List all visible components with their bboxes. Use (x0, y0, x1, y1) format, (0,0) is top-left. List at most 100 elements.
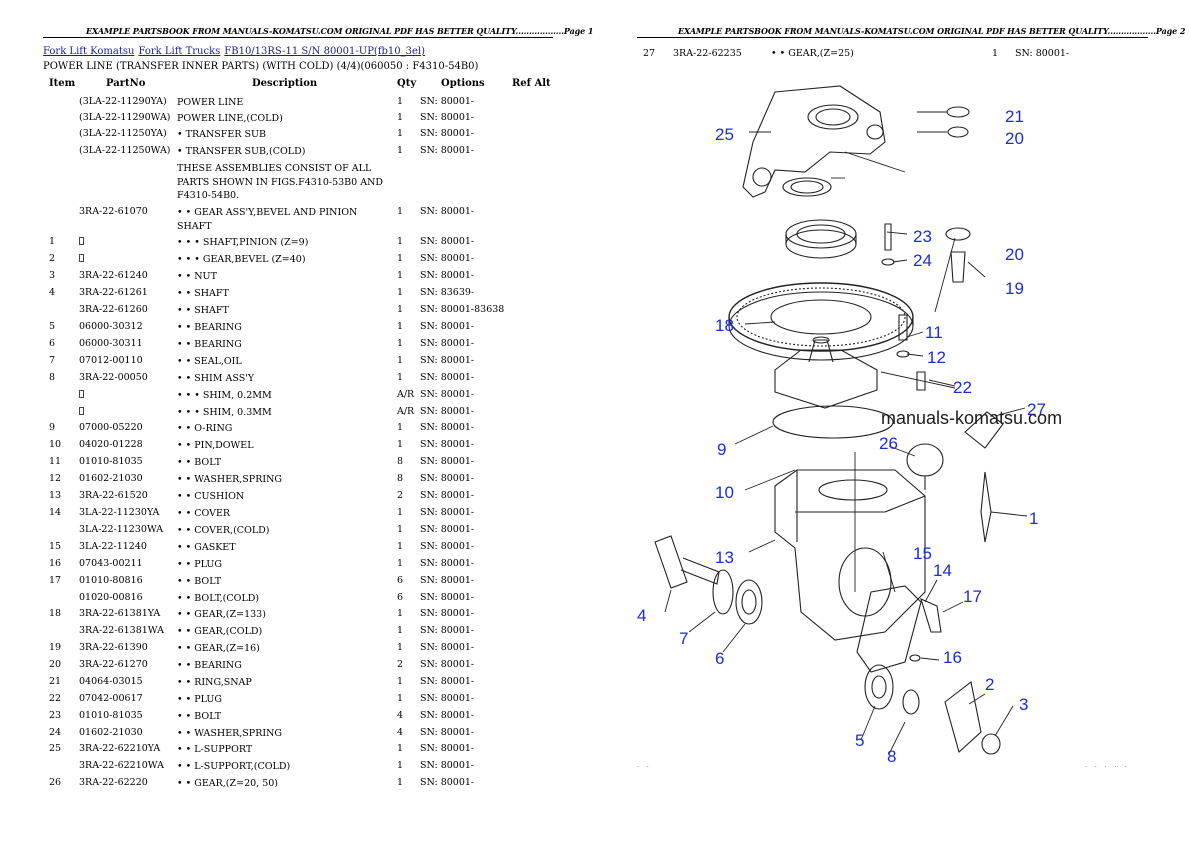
row-qty: 1 (397, 507, 404, 518)
row-options: SN: 80001- (420, 625, 475, 636)
row-options: SN: 80001- (420, 236, 475, 247)
row-options: SN: 80001- (420, 128, 475, 139)
row-description: • • PLUG (177, 694, 223, 705)
row-options: SN: 80001- (420, 760, 475, 771)
row-description: • • • SHAFT,PINION (Z=9) (177, 237, 309, 248)
row-description: • • BEARING (177, 322, 242, 333)
row-qty: 1 (397, 558, 404, 569)
callout-6: 6 (715, 649, 724, 668)
row-item: 19 (49, 642, 62, 653)
row-description: • TRANSFER SUB (177, 129, 266, 140)
row-qty: 1 (397, 128, 404, 139)
row-qty: 1 (397, 625, 404, 636)
row-partno: (3LA-22-11290YA) (79, 96, 167, 107)
row-qty: 1 (397, 372, 404, 383)
missing-glyph-icon (79, 406, 84, 417)
row-partno: 3RA-22-61270 (79, 659, 148, 670)
row-item: 13 (49, 490, 62, 501)
callout-8: 8 (887, 747, 896, 766)
row-qty: 1 (397, 236, 404, 247)
row-options: SN: 80001- (420, 389, 475, 400)
breadcrumb-link-model[interactable]: FB10/13RS-11 S/N 80001-UP(fb10_3el) (224, 46, 426, 57)
row-qty: 1 (397, 439, 404, 450)
row-options: SN: 80001- (1015, 48, 1070, 59)
row-description: • • SHAFT (177, 305, 229, 316)
row-partno: 07043-00211 (79, 558, 143, 569)
row-options: SN: 80001- (420, 642, 475, 653)
row-partno: (3LA-22-11250WA) (79, 145, 171, 156)
header-divider (43, 37, 553, 38)
callout-13: 13 (715, 548, 734, 567)
row-options: SN: 80001- (420, 96, 475, 107)
row-description: • • COVER,(COLD) (177, 525, 270, 536)
row-description: POWER LINE (177, 97, 244, 108)
column-header-partno: PartNo (106, 78, 146, 89)
row-description: POWER LINE,(COLD) (177, 113, 283, 124)
row-item: 18 (49, 608, 62, 619)
row-item: 16 (49, 558, 62, 569)
watermark: manuals-komatsu.com (881, 408, 1063, 428)
row-options: SN: 80001- (420, 473, 475, 484)
row-partno: 3LA-22-11240 (79, 541, 147, 552)
row-partno: 01020-00816 (79, 592, 143, 603)
row-description: • • WASHER,SPRING (177, 474, 283, 485)
row-description: • • GEAR,(Z=25) (771, 48, 854, 59)
row-qty: 1 (397, 693, 404, 704)
row-description: • • BOLT,(COLD) (177, 593, 260, 604)
row-partno: 04064-03015 (79, 676, 143, 687)
row-description: • • GEAR ASS'Y,BEVEL AND PINION SHAFT (177, 207, 358, 232)
breadcrumb-link-brand[interactable]: Fork Lift Komatsu (43, 46, 135, 57)
row-qty: 1 (397, 760, 404, 771)
row-description: • • SHAFT (177, 288, 229, 299)
callout-7: 7 (679, 629, 688, 648)
row-partno: 07012-00110 (79, 355, 143, 366)
row-description: • • SHIM ASS'Y (177, 373, 255, 384)
row-options: SN: 80001- (420, 558, 475, 569)
row-description: • • GEAR,(Z=16) (177, 643, 260, 654)
row-partno: 01010-80816 (79, 575, 143, 586)
row-description: • • • SHIM, 0.2MM (177, 390, 272, 401)
row-qty: A/R (397, 389, 415, 400)
row-options: SN: 80001- (420, 355, 475, 366)
row-qty: 1 (397, 338, 404, 349)
row-qty: 1 (992, 48, 999, 59)
row-qty: 1 (397, 304, 404, 315)
callout-16: 16 (943, 648, 962, 667)
row-options: SN: 80001- (420, 112, 475, 123)
row-qty: 1 (397, 206, 404, 217)
row-qty: 1 (397, 743, 404, 754)
column-header-refalt: Ref Alt (512, 78, 551, 89)
row-options: SN: 80001- (420, 321, 475, 332)
row-partno: 3RA-22-61381WA (79, 625, 164, 636)
callout-21: 21 (1005, 107, 1024, 126)
callout-26: 26 (879, 434, 898, 453)
callout-11: 11 (925, 323, 943, 342)
row-description: • • L-SUPPORT,(COLD) (177, 761, 291, 772)
row-item: 17 (49, 575, 62, 586)
row-options: SN: 80001-83638 (420, 304, 505, 315)
row-options: SN: 80001- (420, 777, 475, 788)
row-item: 23 (49, 710, 62, 721)
row-partno: 3RA-22-61240 (79, 270, 148, 281)
row-qty: 1 (397, 321, 404, 332)
row-options: SN: 80001- (420, 524, 475, 535)
row-qty: 1 (397, 112, 404, 123)
row-options: SN: 80001- (420, 743, 475, 754)
row-description: • • BOLT (177, 711, 222, 722)
row-description: • • NUT (177, 271, 217, 282)
row-qty: 2 (397, 490, 404, 501)
row-description: • • L-SUPPORT (177, 744, 253, 755)
row-partno: 3LA-22-11230YA (79, 507, 160, 518)
row-description: • • BEARING (177, 339, 242, 350)
row-description: • • O-RING (177, 423, 233, 434)
row-qty: 1 (397, 96, 404, 107)
row-description: • TRANSFER SUB,(COLD) (177, 146, 306, 157)
row-qty: 2 (397, 659, 404, 670)
row-item: 6 (49, 338, 56, 349)
exploded-parts-diagram: 25 21 20 23 20 24 19 18 11 12 22 27 26 9… (637, 85, 1046, 766)
row-qty: 1 (397, 422, 404, 433)
breadcrumb-link-category[interactable]: Fork Lift Trucks (138, 46, 221, 57)
row-options: SN: 80001- (420, 270, 475, 281)
missing-glyph-icon (79, 253, 84, 264)
